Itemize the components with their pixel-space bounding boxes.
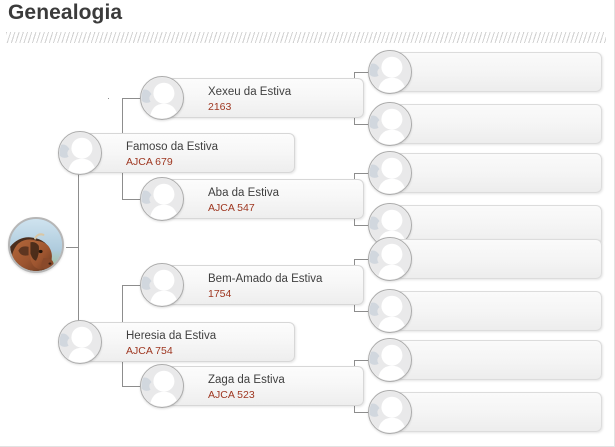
node-text: Bem-Amado da Estiva 1754 <box>208 272 322 301</box>
person-silhouette-icon <box>369 339 411 381</box>
connector-root-trunk <box>78 153 79 342</box>
node-heresia-da-estiva[interactable]: Heresia da Estiva AJCA 754 <box>58 320 295 364</box>
node-text: Zaga da Estiva AJCA 523 <box>208 373 285 402</box>
node-root-animal[interactable] <box>8 217 64 275</box>
node-empty-3[interactable] <box>368 151 602 195</box>
person-silhouette-icon <box>59 321 101 363</box>
node-id: 1754 <box>208 287 232 300</box>
connector-famoso-to-xexeu <box>122 98 140 99</box>
node-empty-1[interactable] <box>368 50 602 94</box>
person-placeholder-avatar[interactable] <box>368 237 412 281</box>
page-header: Genealogia <box>0 0 614 46</box>
connector-aba-to-dam <box>354 225 368 226</box>
node-id: AJCA 523 <box>208 388 255 401</box>
node-zaga-da-estiva[interactable]: Zaga da Estiva AJCA 523 <box>140 364 364 408</box>
person-placeholder-avatar[interactable] <box>140 177 184 221</box>
node-box[interactable] <box>162 78 364 118</box>
person-placeholder-avatar[interactable] <box>58 131 102 175</box>
node-name: Zaga da Estiva <box>208 374 285 386</box>
connector-root-stub <box>66 247 78 248</box>
node-empty-2[interactable] <box>368 102 602 146</box>
node-id: 2163 <box>208 100 232 113</box>
node-box[interactable] <box>390 291 602 331</box>
page-title: Genealogia <box>8 1 123 24</box>
person-placeholder-avatar[interactable] <box>58 320 102 364</box>
node-text: Xexeu da Estiva 2163 <box>208 85 291 114</box>
person-placeholder-avatar[interactable] <box>368 50 412 94</box>
node-empty-6[interactable] <box>368 289 602 333</box>
genealogy-tree: Famoso da Estiva AJCA 679 Heresia da Est… <box>0 46 614 446</box>
node-bem-amado-da-estiva[interactable]: Bem-Amado da Estiva 1754 <box>140 263 364 307</box>
node-name: Famoso da Estiva <box>126 141 219 153</box>
node-empty-8[interactable] <box>368 390 602 434</box>
connector-bemamado-to-sire <box>354 259 368 260</box>
node-id: AJCA 754 <box>126 344 173 357</box>
person-silhouette-icon <box>369 290 411 332</box>
node-aba-da-estiva[interactable]: Aba da Estiva AJCA 547 <box>140 177 364 221</box>
node-box[interactable] <box>390 392 602 432</box>
node-text: Famoso da Estiva AJCA 679 <box>126 140 218 169</box>
connector-zaga-to-dam <box>354 412 368 413</box>
connector-bemamado-to-dam <box>354 311 368 312</box>
node-name: Bem-Amado da Estiva <box>208 273 323 285</box>
node-name: Aba da Estiva <box>208 187 279 199</box>
person-placeholder-avatar[interactable] <box>368 151 412 195</box>
connector-heresia-to-bemamado <box>122 285 140 286</box>
person-silhouette-icon <box>369 238 411 280</box>
node-box[interactable] <box>390 104 602 144</box>
person-silhouette-icon <box>141 77 183 119</box>
node-xexeu-da-estiva[interactable]: Xexeu da Estiva 2163 <box>140 76 364 120</box>
person-placeholder-avatar[interactable] <box>368 289 412 333</box>
person-placeholder-avatar[interactable] <box>140 76 184 120</box>
person-placeholder-avatar[interactable] <box>368 390 412 434</box>
person-placeholder-avatar[interactable] <box>140 263 184 307</box>
person-silhouette-icon <box>141 264 183 306</box>
person-silhouette-icon <box>59 132 101 174</box>
node-empty-5[interactable] <box>368 237 602 281</box>
person-placeholder-avatar[interactable] <box>368 102 412 146</box>
node-id: AJCA 547 <box>208 201 255 214</box>
node-name: Heresia da Estiva <box>126 330 217 342</box>
person-silhouette-icon <box>141 365 183 407</box>
person-placeholder-avatar[interactable] <box>140 364 184 408</box>
node-text: Heresia da Estiva AJCA 754 <box>126 329 216 358</box>
node-id: AJCA 679 <box>126 155 173 168</box>
title-hatched-divider <box>6 32 606 43</box>
node-name: Xexeu da Estiva <box>208 86 292 98</box>
connector-famoso-to-aba <box>122 199 140 200</box>
node-box[interactable] <box>80 322 295 362</box>
node-empty-7[interactable] <box>368 338 602 382</box>
person-silhouette-icon <box>369 51 411 93</box>
node-box[interactable] <box>390 239 602 279</box>
connector-aba-to-sire <box>354 173 368 174</box>
node-box[interactable] <box>390 153 602 193</box>
bull-photo-avatar[interactable] <box>8 217 64 273</box>
node-text: Aba da Estiva AJCA 547 <box>208 186 279 215</box>
node-box[interactable] <box>390 52 602 92</box>
node-box[interactable] <box>162 265 364 305</box>
node-box[interactable] <box>162 366 364 406</box>
node-box[interactable] <box>162 179 364 219</box>
connector-xexeu-to-sire <box>354 72 368 73</box>
bull-photo-illustration <box>10 219 62 271</box>
person-silhouette-icon <box>369 103 411 145</box>
person-placeholder-avatar[interactable] <box>368 338 412 382</box>
person-silhouette-icon <box>369 152 411 194</box>
person-silhouette-icon <box>369 391 411 433</box>
node-famoso-da-estiva[interactable]: Famoso da Estiva AJCA 679 <box>58 131 295 175</box>
connector-xexeu-to-dam <box>354 124 368 125</box>
node-box[interactable] <box>390 340 602 380</box>
connector-heresia-to-zaga <box>122 386 140 387</box>
person-silhouette-icon <box>141 178 183 220</box>
connector-famoso-stub <box>108 98 109 99</box>
connector-zaga-to-sire <box>354 360 368 361</box>
